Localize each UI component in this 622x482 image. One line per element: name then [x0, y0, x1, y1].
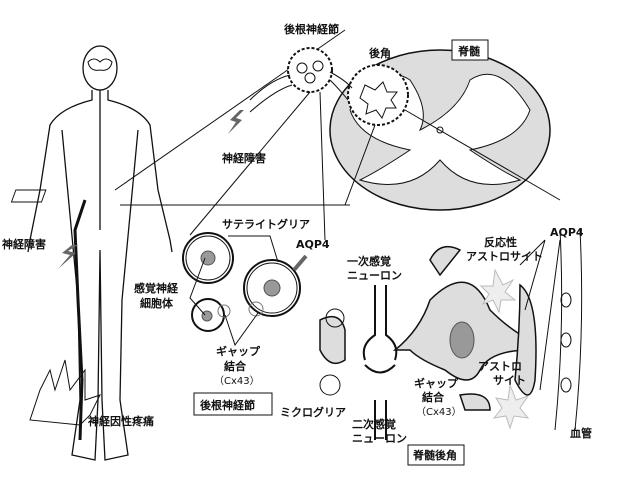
dorsal-horn-zoom-circle [347, 64, 409, 126]
lightning-icon [58, 245, 78, 269]
label-aqp4-left: AQP4 [296, 238, 330, 251]
label-sensory-cell-body-2: 細胞体 [140, 296, 174, 310]
label-secondary-neuron-2: ニューロン [352, 432, 407, 445]
label-astrocyte: アストロ [478, 360, 522, 373]
label-dorsal-horn: 後角 [369, 46, 391, 60]
label-satellite-glia: サテライトグリア [222, 217, 310, 231]
label-primary-neuron: 一次感覚 [347, 254, 391, 268]
label-gap-junction-right: ギャップ [414, 376, 459, 390]
label-astrocyte-2: サイト [493, 374, 526, 387]
drg-cells [182, 232, 308, 332]
label-nerve-injury-top: 神経障害 [222, 151, 266, 165]
label-cx43-left: （Cx43） [214, 375, 260, 387]
label-sensory-cell-body: 感覚神経 [134, 281, 179, 295]
label-cx43-right: （Cx43） [416, 406, 462, 418]
label-gap-junction-right-2: 結合 [422, 390, 445, 404]
human-body-figure [27, 45, 173, 461]
dorsal-horn-label-box [407, 444, 465, 466]
label-drg-box: 後根神経節 [200, 398, 255, 412]
label-aqp4-right: AQP4 [550, 226, 584, 239]
label-nerve-injury-left: 神経障害 [2, 237, 46, 251]
label-secondary-neuron: 二次感覚 [352, 417, 396, 431]
label-dorsal-horn-box: 脊髄後角 [412, 448, 457, 462]
label-reactive-astrocyte: 反応性 [484, 235, 517, 249]
label-gap-junction-left-2: 結合 [224, 359, 247, 373]
drg-label-box [193, 392, 273, 416]
label-neuropathic-pain: 神経因性疼痛 [88, 414, 154, 428]
label-blood-vessel: 血管 [570, 426, 592, 440]
drg-zoom-circle [287, 47, 333, 93]
label-spinal-cord: 脊髄 [457, 44, 481, 58]
label-gap-junction-left: ギャップ [216, 344, 261, 358]
brain-icon [87, 58, 113, 71]
arrow-icon [292, 254, 308, 272]
lightning-icon [228, 110, 244, 134]
label-drg-top: 後根神経節 [284, 22, 339, 36]
dorsal-horn-cells [319, 229, 583, 440]
label-reactive-astrocyte-2: アストロサイト [466, 250, 543, 263]
spine-section-marker [10, 189, 47, 203]
astrocyte-star-icon [359, 81, 398, 120]
label-primary-neuron-2: ニューロン [347, 269, 402, 282]
pain-burst-icon [29, 359, 101, 426]
spinal-cord-label-box [451, 39, 489, 61]
label-microglia: ミクログリア [280, 405, 346, 419]
